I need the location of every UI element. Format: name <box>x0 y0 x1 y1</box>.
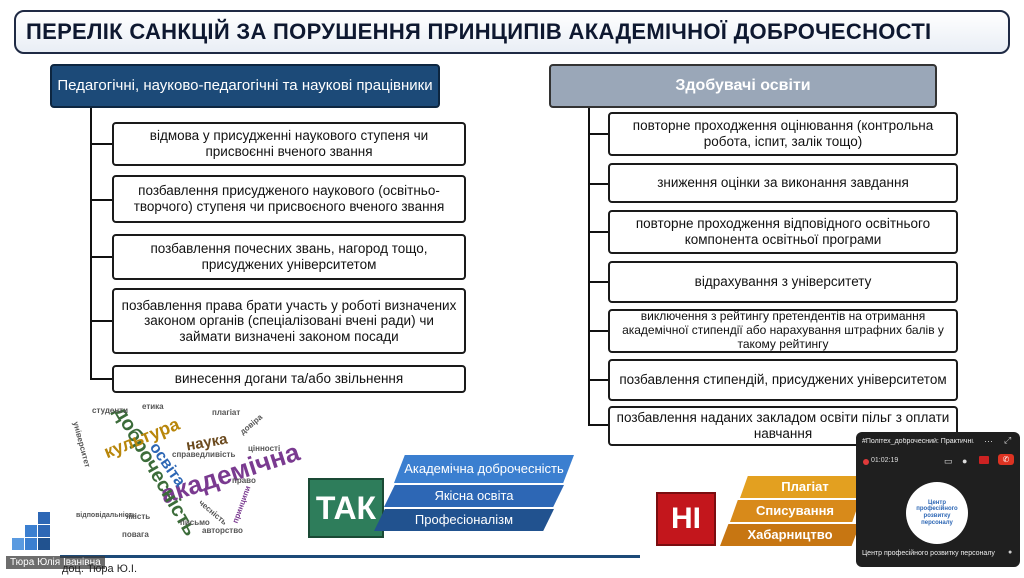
right-connector-branch <box>588 424 608 426</box>
word-cloud-word: довіра <box>238 412 265 437</box>
word-cloud-word: авторство <box>202 526 243 535</box>
right-sanction-item: відрахування з університету <box>608 261 958 303</box>
left-connector-branch <box>90 320 112 322</box>
right-sanction-item: виключення з рейтингу претендентів на от… <box>608 309 958 353</box>
word-cloud-word: етика <box>142 402 164 411</box>
right-connector-branch <box>588 281 608 283</box>
org-logo-text: Центр професійного розвитку персоналу <box>916 499 958 526</box>
university-logo-icon <box>12 512 56 556</box>
word-cloud-word: якість <box>126 512 151 521</box>
yes-item: Якісна освіта <box>384 485 564 507</box>
hang-up-button[interactable]: ✆ <box>998 454 1014 465</box>
word-cloud-word: відповідальність <box>76 512 137 519</box>
presenter-name-tag: Тюра Юлія Іванівна <box>6 556 105 569</box>
word-cloud-word: право <box>232 476 256 485</box>
share-screen-icon[interactable] <box>979 456 989 464</box>
call-timer: 01:02:19 <box>871 457 899 464</box>
word-cloud-word: студенти <box>92 406 129 415</box>
right-connector-line <box>588 108 590 424</box>
microphone-icon[interactable]: ● <box>962 456 968 466</box>
logo-square-icon <box>38 512 50 524</box>
camera-icon[interactable]: ▭ <box>944 456 953 466</box>
yes-badge: ТАК <box>308 478 384 538</box>
logo-square-icon <box>38 538 50 550</box>
yes-item: Професіоналізм <box>374 509 554 531</box>
right-sanction-item: позбавлення наданих закладом освіти піль… <box>608 406 958 446</box>
presenter-caption: доц. Тюра Ю.І. <box>62 563 138 575</box>
left-connector-branch <box>90 256 112 258</box>
right-connector-branch <box>588 330 608 332</box>
logo-square-icon <box>12 538 24 550</box>
no-badge: НІ <box>656 492 716 546</box>
no-item: Плагіат <box>740 476 870 498</box>
page-title-text: ПЕРЕЛІК САНКЦІЙ ЗА ПОРУШЕННЯ ПРИНЦИПІВ А… <box>26 19 932 44</box>
left-connector-branch <box>90 143 112 145</box>
logo-square-icon <box>25 525 37 537</box>
no-item: Списування <box>730 500 860 522</box>
left-connector-branch <box>90 378 112 380</box>
left-sanction-item: відмова у присудженні наукового ступеня … <box>112 122 466 166</box>
word-cloud-word: письмо <box>180 518 210 527</box>
left-sanction-item: винесення догани та/або звільнення <box>112 365 466 393</box>
more-options-icon[interactable]: ⋯ <box>984 436 993 446</box>
left-column-header: Педагогічні, науково-педагогічні та наук… <box>50 64 440 108</box>
participant-mic-icon: ● <box>1008 549 1013 556</box>
expand-icon[interactable]: ⤢ <box>1004 435 1012 445</box>
right-connector-branch <box>588 183 608 185</box>
no-item: Хабарництво <box>720 524 860 546</box>
right-sanction-item: повторне проходження відповідного освітн… <box>608 210 958 254</box>
recording-dot-icon <box>863 459 869 465</box>
word-cloud-word: повага <box>122 530 149 539</box>
right-connector-branch <box>588 379 608 381</box>
org-logo-avatar: Центр професійного розвитку персоналу <box>906 482 968 544</box>
word-cloud-word: принципи <box>230 484 253 525</box>
left-sanction-item: позбавлення почесних звань, нагород тощо… <box>112 234 466 280</box>
right-sanction-item: позбавлення стипендій, присуджених уніве… <box>608 359 958 401</box>
word-cloud-word: університет <box>71 420 93 469</box>
right-connector-branch <box>588 231 608 233</box>
page-title: ПЕРЕЛІК САНКЦІЙ ЗА ПОРУШЕННЯ ПРИНЦИПІВ А… <box>14 10 1010 54</box>
left-connector-branch <box>90 199 112 201</box>
word-cloud-word: справедливість <box>172 450 236 459</box>
word-cloud: академічна доброчесність культура освіта… <box>62 400 303 550</box>
video-call-title: #Політех_доброчесний: Практичні... <box>862 438 974 445</box>
left-sanction-item: позбавлення присудженого наукового (осві… <box>112 175 466 223</box>
video-call-window[interactable]: #Політех_доброчесний: Практичні... ⋯ ⤢ 0… <box>856 432 1020 567</box>
left-sanction-item: позбавлення права брати участь у роботі … <box>112 288 466 354</box>
yes-item: Академічна доброчесність <box>394 455 574 483</box>
word-cloud-word: плагіат <box>212 408 241 417</box>
participant-name: Центр професійного розвитку персоналу <box>862 550 995 557</box>
right-connector-branch <box>588 133 608 135</box>
logo-square-icon <box>25 538 37 550</box>
logo-square-icon <box>38 525 50 537</box>
left-connector-line <box>90 108 92 379</box>
right-sanction-item: повторне проходження оцінювання (контрол… <box>608 112 958 156</box>
footer-divider <box>60 555 640 558</box>
right-sanction-item: зниження оцінки за виконання завдання <box>608 163 958 203</box>
right-column-header: Здобувачі освіти <box>549 64 937 108</box>
word-cloud-word: цінності <box>248 444 281 453</box>
